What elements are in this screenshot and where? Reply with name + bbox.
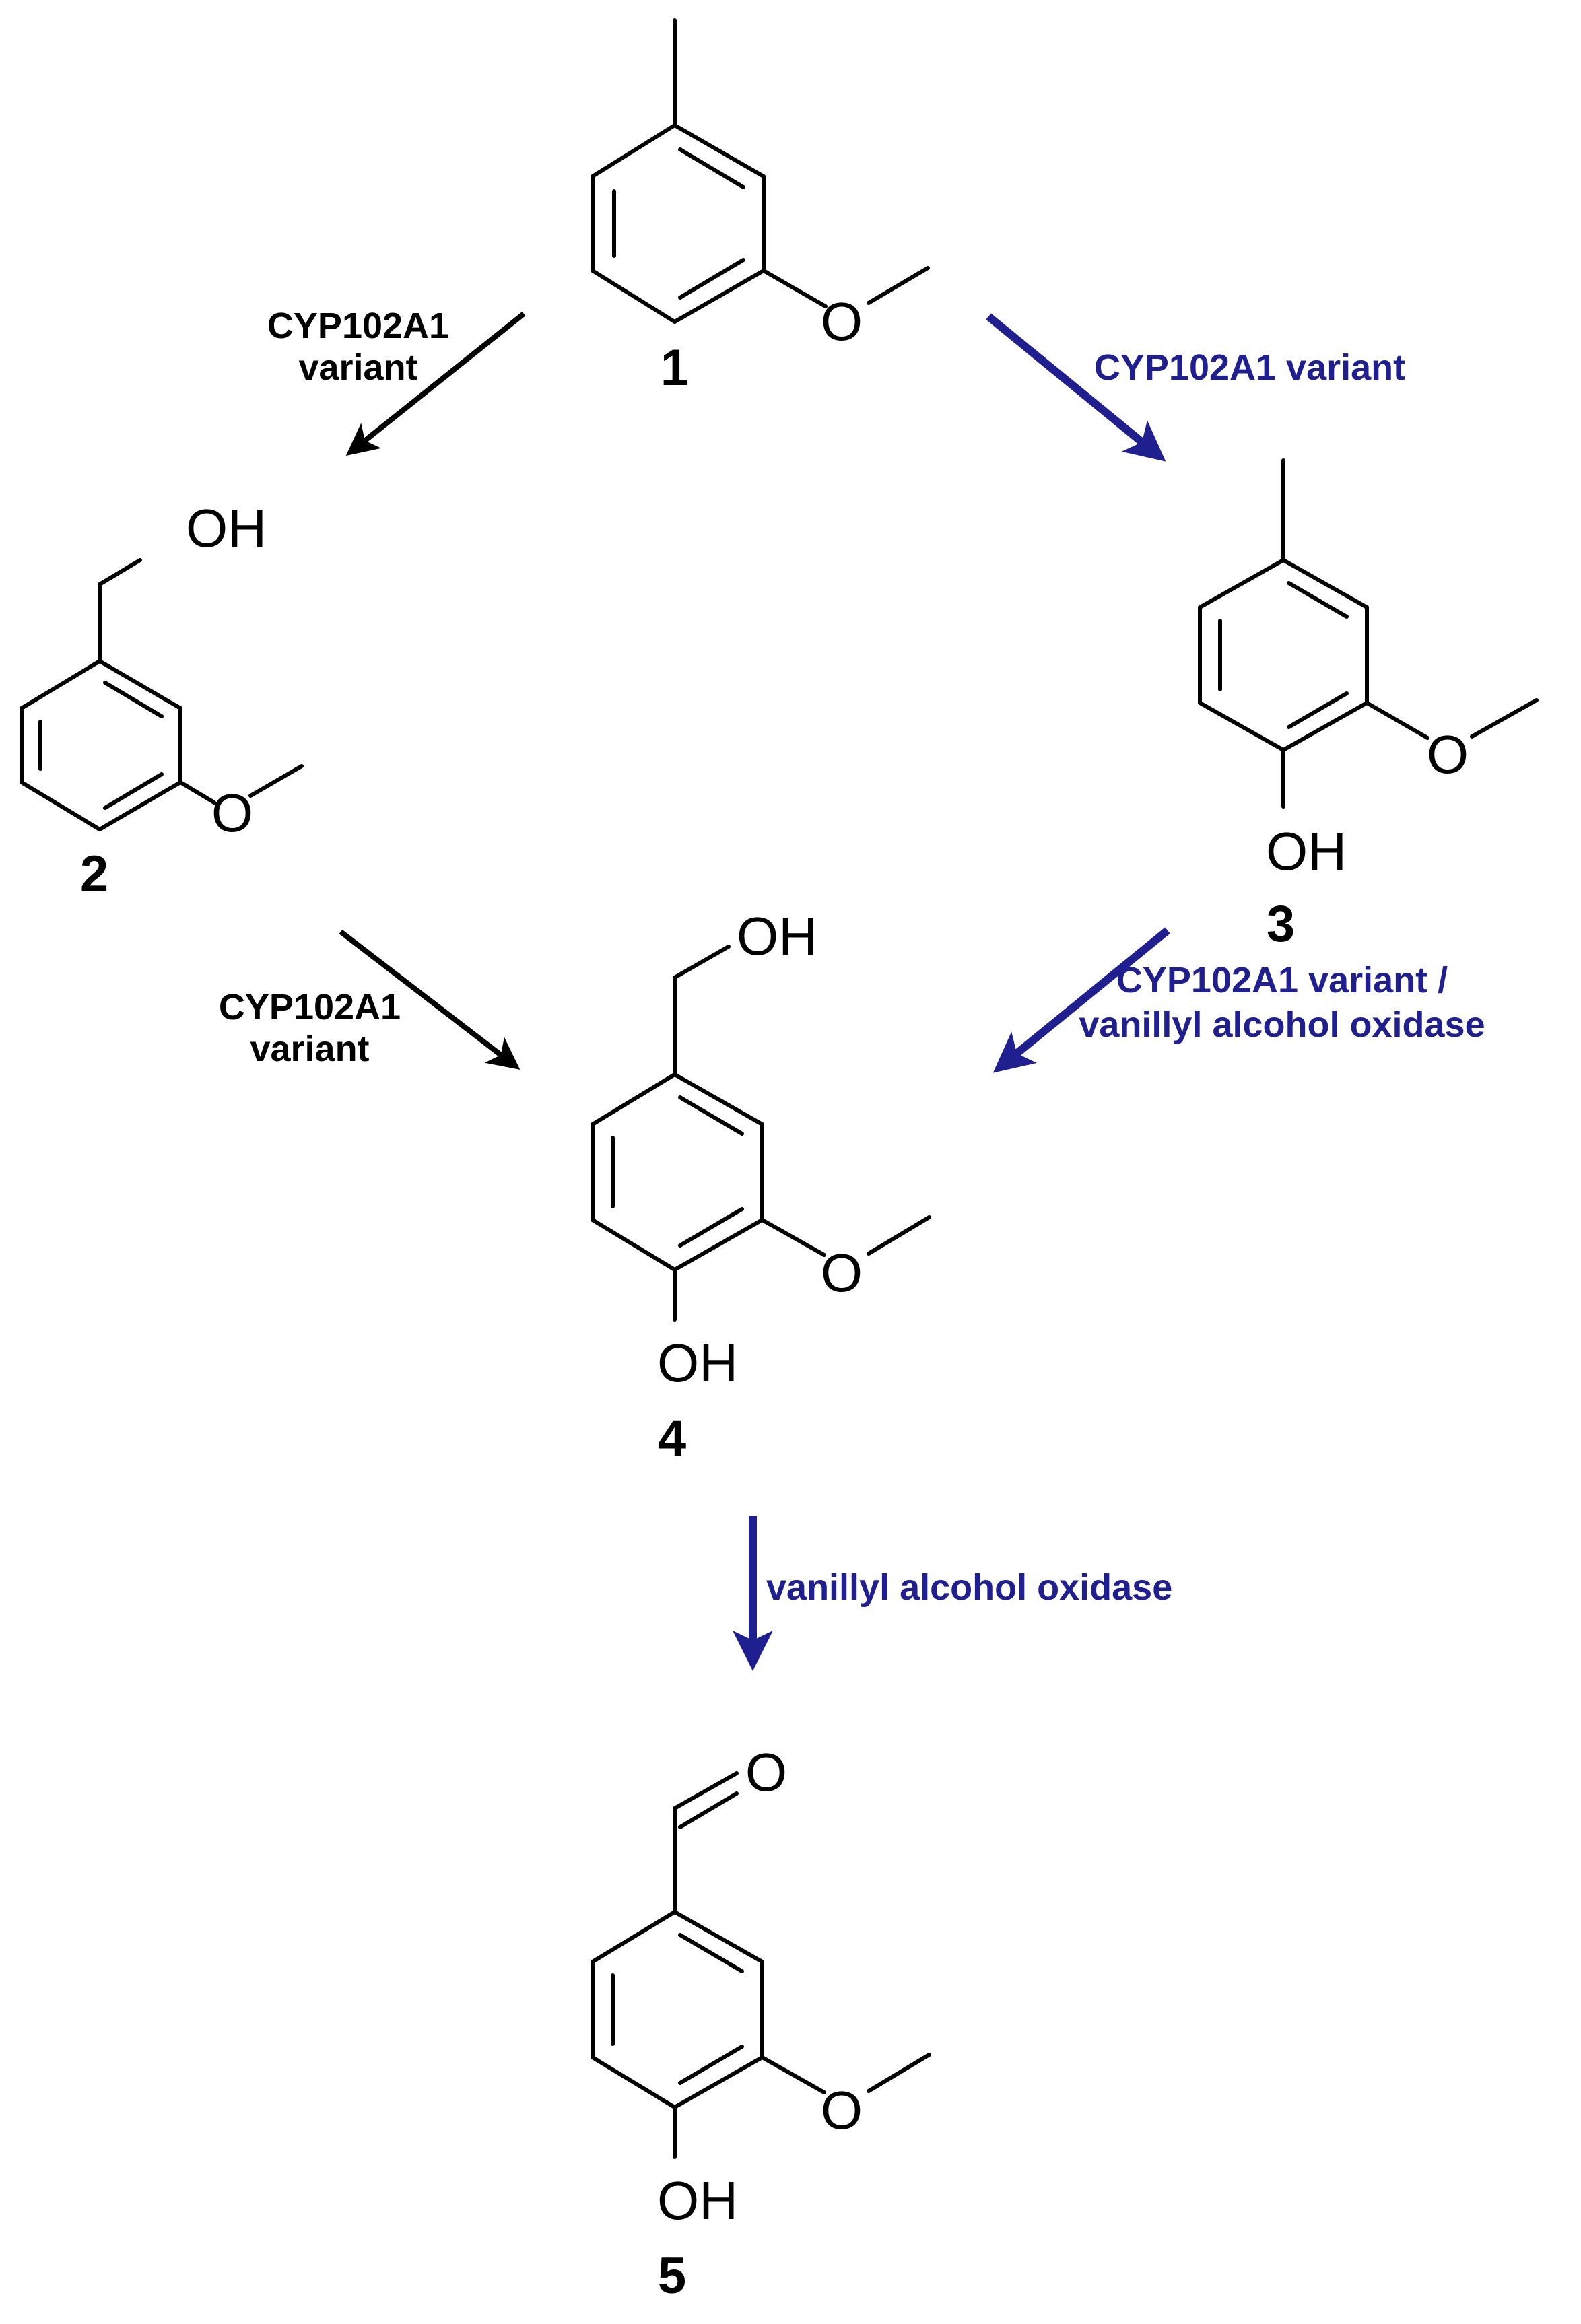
methoxy-o-atom: O	[821, 2080, 863, 2140]
reaction-label-line: CYP102A1	[267, 306, 449, 346]
reaction-label-3-4: CYP102A1 variant / vanillyl alcohol oxid…	[1079, 960, 1485, 1045]
reaction-label-line: variant	[250, 1029, 369, 1069]
hydroxyl-oh: OH	[186, 498, 267, 558]
reaction-label-line: CYP102A1 variant /	[1116, 960, 1448, 1000]
reaction-label-1-3: CYP102A1 variant	[1094, 347, 1405, 388]
methoxy-o-atom: O	[1427, 724, 1469, 784]
aldehyde-o-atom: O	[745, 1742, 787, 1802]
methoxy-o-atom: O	[211, 783, 253, 843]
reaction-label-line: vanillyl alcohol oxidase	[766, 1567, 1172, 1608]
compound-number-2: 2	[80, 846, 108, 903]
reaction-label-4-5: vanillyl alcohol oxidase	[766, 1567, 1172, 1608]
methoxy-o-atom: O	[821, 292, 863, 351]
phenol-oh: OH	[657, 2171, 738, 2230]
compound-number-1: 1	[661, 339, 689, 397]
compound-number-3: 3	[1267, 895, 1295, 953]
compound-1: O 1	[591, 18, 930, 397]
reaction-label-line: CYP102A1 variant	[1094, 347, 1405, 388]
compound-number-5: 5	[658, 2247, 686, 2304]
reaction-label-line: CYP102A1	[219, 987, 401, 1027]
reaction-label-2-4: CYP102A1 variant	[219, 987, 401, 1069]
compound-5: O O OH 5	[591, 1742, 931, 2304]
reaction-label-line: variant	[298, 347, 417, 388]
arrow-1-to-3	[986, 313, 1166, 462]
compound-4: OH O OH 4	[591, 906, 931, 1467]
arrow-1-to-2	[345, 311, 526, 456]
phenol-oh: OH	[1266, 821, 1347, 881]
methoxy-o-atom: O	[821, 1243, 863, 1303]
compound-2: OH O 2	[20, 498, 304, 903]
arrow-3-to-4	[993, 927, 1170, 1073]
reaction-label-line: vanillyl alcohol oxidase	[1079, 1004, 1485, 1045]
hydroxymethyl-oh: OH	[737, 906, 817, 966]
reaction-label-1-2: CYP102A1 variant	[267, 306, 449, 388]
phenol-oh: OH	[657, 1333, 738, 1393]
compound-3: O OH 3	[1198, 458, 1539, 953]
compound-number-4: 4	[658, 1410, 686, 1467]
arrow-2-to-4	[339, 929, 520, 1070]
